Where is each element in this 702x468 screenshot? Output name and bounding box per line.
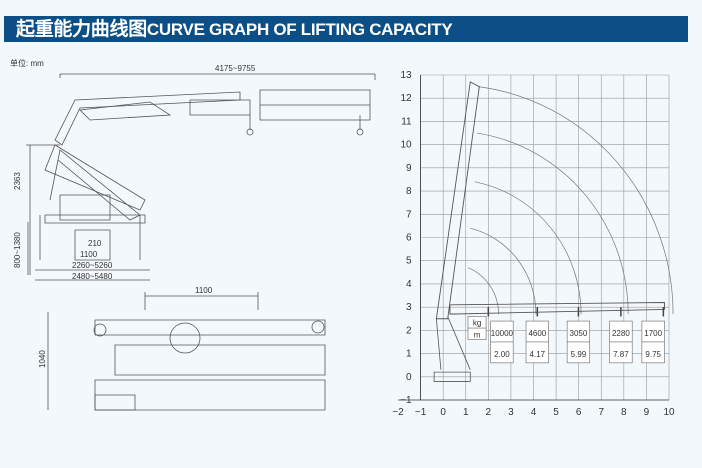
- x-tick-label: 1: [463, 407, 469, 418]
- dim-outrigger-inner: 2260~5260: [72, 261, 113, 270]
- x-tick-label: 2: [486, 407, 492, 418]
- capacity-arc: [470, 227, 537, 315]
- dim-outrigger-outer: 2480~5480: [72, 272, 113, 281]
- y-tick-label: 10: [400, 140, 412, 151]
- y-tick-label: 11: [401, 116, 412, 127]
- y-tick-label: 7: [406, 209, 412, 220]
- y-tick-label: 9: [406, 163, 412, 174]
- load-kg: 1700: [644, 329, 662, 338]
- y-tick-label: 8: [406, 186, 412, 197]
- load-radius: 9.75: [645, 350, 661, 359]
- x-tick-label: −1: [415, 407, 427, 418]
- dim-leg-height: 800~1380: [13, 232, 22, 268]
- title-en: CURVE GRAPH OF LIFTING CAPACITY: [146, 20, 453, 39]
- x-tick-label: 8: [621, 407, 627, 418]
- dim-top-width: 1100: [195, 286, 213, 295]
- y-tick-label: 6: [406, 233, 412, 244]
- load-radius: 4.17: [530, 350, 546, 359]
- crane-top-view: [47, 292, 326, 411]
- radius-unit: m: [474, 330, 481, 339]
- x-tick-label: 5: [553, 407, 559, 418]
- load-kg: 10000: [491, 329, 514, 338]
- y-tick-label: 5: [406, 256, 412, 267]
- load-radius: 2.00: [494, 350, 510, 359]
- y-tick-label: 4: [406, 279, 412, 290]
- crane-side-view: [26, 73, 376, 281]
- y-tick-label: 0: [406, 372, 412, 383]
- boom-horizontal: [449, 302, 665, 315]
- y-tick-label: 12: [400, 93, 412, 104]
- crane-base: [433, 316, 471, 382]
- title-banner: 起重能力曲线图CURVE GRAPH OF LIFTING CAPACITY: [4, 16, 688, 42]
- x-tick-label: 6: [576, 407, 582, 418]
- dim-reach: 4175~9755: [215, 64, 256, 73]
- load-kg: 2280: [612, 329, 630, 338]
- x-tick-label: 0: [440, 407, 446, 418]
- unit-label: 单位: mm: [10, 59, 44, 68]
- load-radius: 7.87: [613, 350, 629, 359]
- load-unit: kg: [473, 319, 481, 328]
- title-cn: 起重能力曲线图: [16, 19, 147, 40]
- y-tick-label: 1: [406, 349, 412, 360]
- load-kg: 3050: [570, 329, 588, 338]
- x-tick-label: 3: [508, 407, 514, 418]
- boom-vertical: [435, 81, 480, 320]
- x-tick-label: 10: [663, 407, 675, 418]
- dim-height: 2363: [13, 172, 22, 190]
- x-tick-label: 4: [531, 407, 537, 418]
- x-tick-label: −2: [392, 407, 404, 418]
- y-tick-label: 3: [406, 302, 412, 313]
- load-radius: 5.99: [571, 350, 587, 359]
- capacity-arc: [476, 132, 629, 315]
- capacity-arc: [467, 267, 499, 315]
- load-kg: 4600: [528, 329, 546, 338]
- dim-top-height: 1040: [38, 350, 47, 368]
- dim-210: 210: [88, 239, 102, 248]
- x-tick-label: 9: [644, 407, 650, 418]
- y-tick-label: −1: [400, 395, 412, 406]
- y-tick-label: 2: [406, 325, 412, 336]
- capacity-arc: [478, 86, 674, 315]
- capacity-arc: [474, 181, 582, 315]
- dim-1100: 1100: [80, 250, 98, 259]
- x-tick-label: 7: [598, 407, 604, 418]
- y-tick-label: 13: [400, 70, 412, 81]
